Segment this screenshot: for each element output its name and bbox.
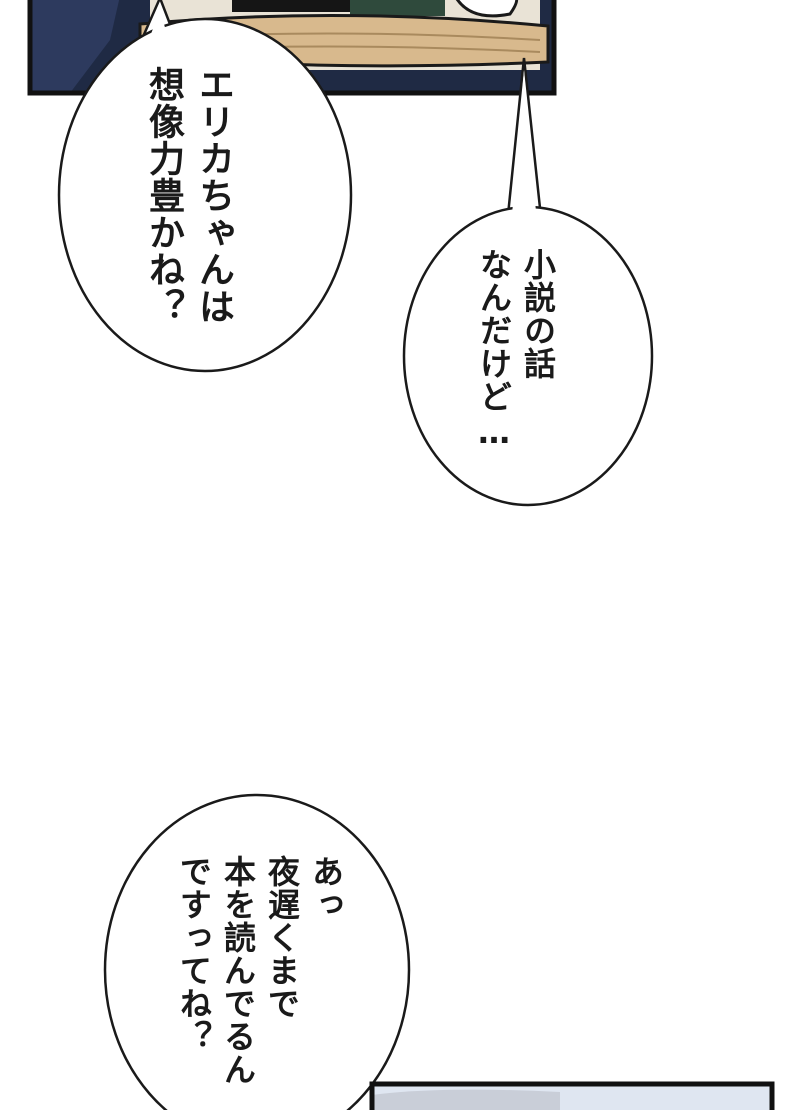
speech-bubble-3-text: あっ 夜遅くまで 本を読んでるん ですってね？ xyxy=(172,855,348,1086)
dark-figure xyxy=(30,0,120,93)
dark-object xyxy=(232,0,352,12)
cat-paw xyxy=(455,0,519,18)
speech-bubble-3-shape xyxy=(103,793,411,1110)
speech-bubble-1-text: エリカちゃんは 想像力豊かね？ xyxy=(138,66,238,325)
green-object xyxy=(350,0,445,16)
bubble-3-line-1: あっ xyxy=(307,855,345,921)
bubble-3-line-2: 夜遅くまで xyxy=(263,855,301,1020)
bubble-2-line-2: なんだけど… xyxy=(475,248,513,452)
speech-bubble-2-shape xyxy=(402,57,654,507)
bottom-panel-border xyxy=(369,1081,775,1110)
bottom-figure xyxy=(372,1089,560,1110)
bubble-3-line-3: 本を読んでるん xyxy=(219,855,257,1086)
bubble-1-line-2: 想像力豊かね？ xyxy=(143,66,184,325)
speech-bubble-1-shape xyxy=(57,0,353,373)
bottom-panel xyxy=(369,1081,775,1110)
bubble-2-line-1: 小説の話 xyxy=(519,248,557,380)
bubble-3-line-4: ですってね？ xyxy=(175,855,213,1053)
bubble-1-line-1: エリカちゃんは xyxy=(193,66,234,325)
speech-bubble-2-text: 小説の話 なんだけど… xyxy=(472,248,560,452)
